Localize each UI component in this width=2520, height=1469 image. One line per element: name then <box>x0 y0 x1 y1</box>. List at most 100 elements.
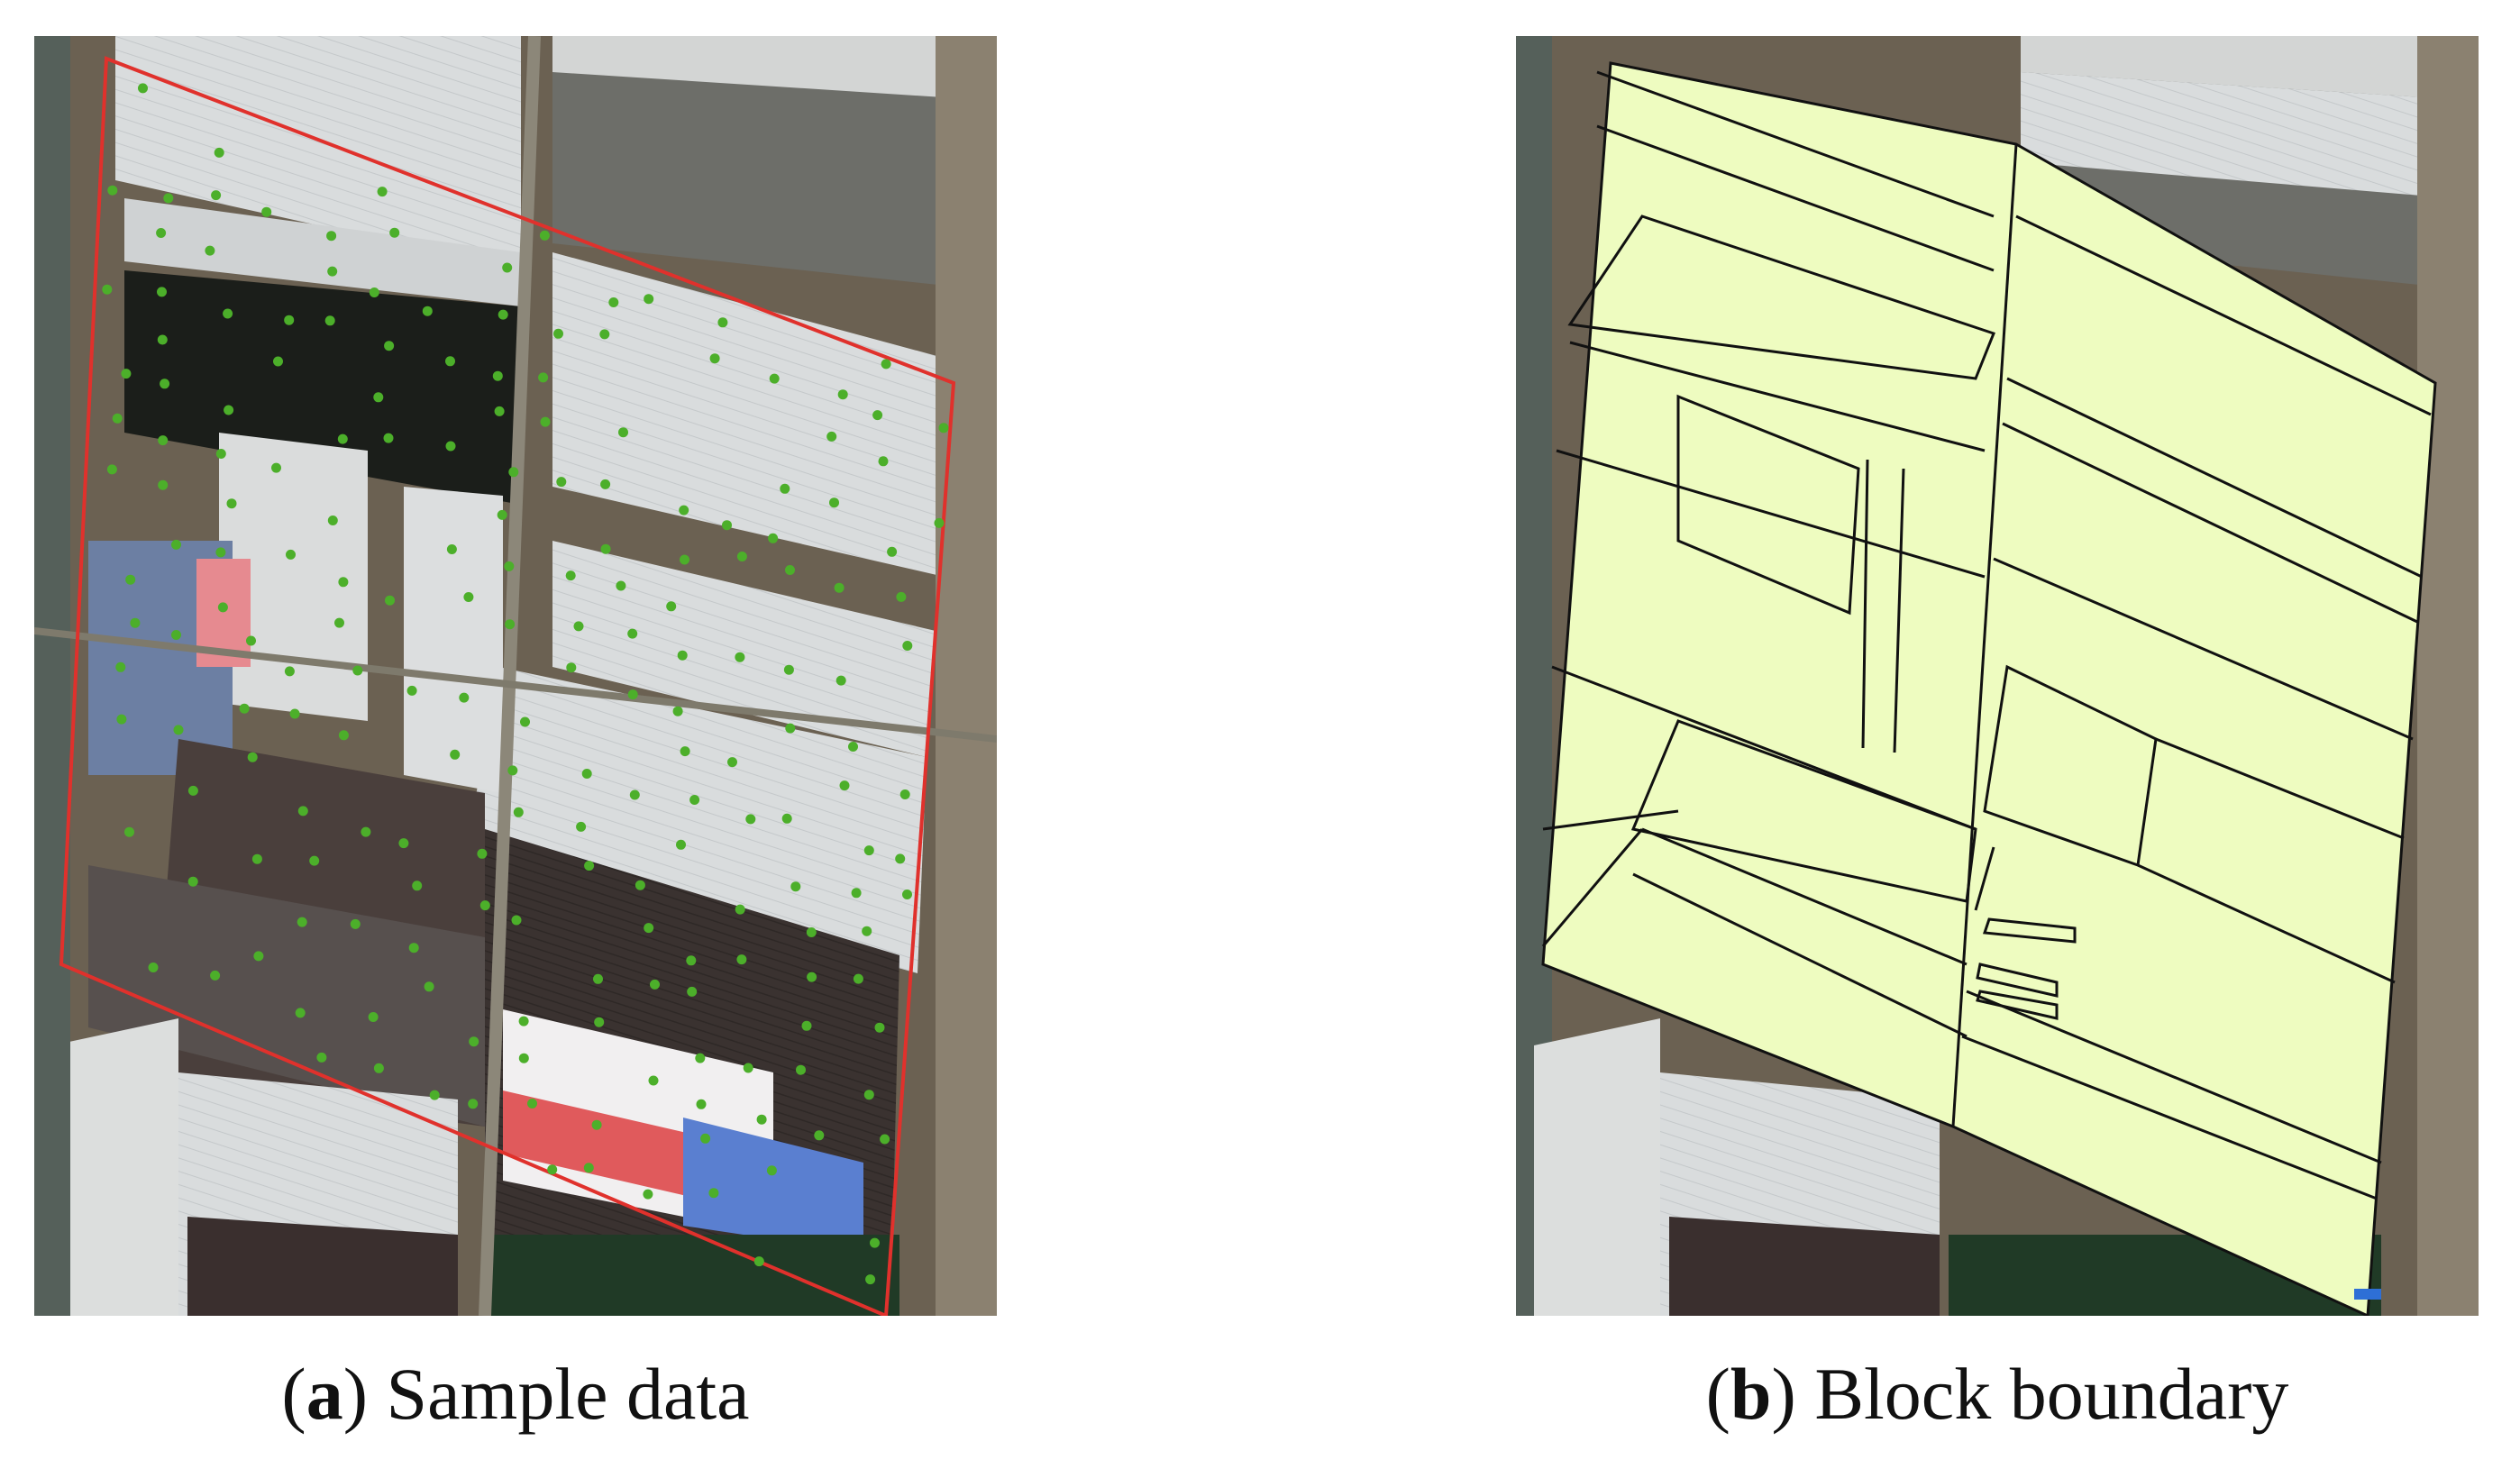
sample-point <box>121 369 132 379</box>
sample-point <box>576 821 587 832</box>
caption-b-text: Block boundary <box>1814 1353 2289 1435</box>
sample-point <box>870 1237 880 1248</box>
sample-point <box>896 591 907 602</box>
sample-point <box>215 547 226 558</box>
sample-point <box>511 915 522 926</box>
sample-point <box>273 356 283 367</box>
sample-point <box>807 972 817 982</box>
sample-point <box>215 449 226 459</box>
sample-point <box>801 1020 812 1031</box>
sample-point <box>217 602 228 613</box>
sample-point <box>687 986 698 997</box>
sample-point <box>679 505 689 516</box>
sample-point <box>284 315 295 325</box>
sample-point <box>205 245 215 256</box>
sample-point <box>790 881 801 892</box>
sample-point <box>881 359 891 370</box>
sample-point <box>862 926 872 936</box>
sample-point <box>445 441 456 452</box>
sample-point <box>157 334 168 345</box>
sample-point <box>247 752 258 762</box>
sample-point <box>498 309 508 320</box>
sample-point <box>635 880 645 890</box>
sample-point <box>158 435 169 446</box>
sample-point <box>246 635 256 646</box>
sample-point <box>829 497 839 508</box>
sample-point <box>309 855 320 866</box>
sample-point <box>504 561 515 571</box>
sample-point <box>848 742 858 752</box>
sample-point <box>148 963 159 972</box>
sample-point <box>880 1134 890 1145</box>
sample-point <box>384 341 395 351</box>
sample-point <box>644 923 654 934</box>
sample-point <box>158 479 169 490</box>
sample-point <box>887 546 898 557</box>
sample-point <box>837 389 848 400</box>
sample-point <box>368 1012 379 1022</box>
sample-point <box>373 1063 384 1073</box>
sample-point <box>124 826 134 837</box>
sample-point <box>766 1165 777 1176</box>
sample-point <box>383 433 394 443</box>
sample-point <box>338 577 349 588</box>
sample-point <box>666 601 677 612</box>
sample-point <box>327 266 338 277</box>
sample-point <box>695 1053 706 1063</box>
sample-point <box>337 433 348 444</box>
sample-point <box>644 294 654 305</box>
sample-point <box>513 807 524 817</box>
sample-point <box>735 904 745 915</box>
sample-point <box>450 749 461 760</box>
sample-point <box>696 1099 707 1109</box>
sample-point <box>520 716 530 727</box>
caption-a-text: Sample data <box>386 1353 750 1435</box>
sample-point <box>459 692 470 703</box>
sample-point <box>446 544 457 554</box>
sample-point <box>389 227 400 238</box>
sample-point <box>722 520 732 531</box>
sample-point <box>406 685 417 696</box>
sample-point <box>608 297 619 307</box>
sample-point <box>408 943 419 953</box>
sample-point <box>863 845 874 856</box>
sample-point <box>594 1017 605 1027</box>
sample-point <box>334 617 344 628</box>
sample-point <box>497 509 507 520</box>
sample-point <box>902 641 913 651</box>
sample-point <box>753 1256 764 1267</box>
block-internal-boundaries <box>1541 70 2432 1200</box>
sample-point <box>508 467 519 478</box>
sample-point <box>286 549 296 560</box>
sample-point <box>507 765 518 776</box>
sample-point <box>781 813 792 824</box>
sample-point <box>648 1075 659 1086</box>
sample-point <box>540 416 551 427</box>
sample-point <box>106 464 117 475</box>
study-area-outline <box>59 56 956 1316</box>
sample-point <box>223 308 233 319</box>
sample-point <box>171 539 181 550</box>
sample-point <box>160 379 170 389</box>
sample-point <box>316 1052 327 1063</box>
sample-point <box>643 1189 653 1200</box>
panel-a-sample-data-map <box>34 36 997 1316</box>
sample-point <box>863 1090 874 1100</box>
sample-point <box>187 785 198 796</box>
sample-point <box>157 287 167 297</box>
sample-point <box>338 730 349 741</box>
sample-point <box>224 405 234 415</box>
sample-point <box>107 185 118 196</box>
sample-point <box>463 592 474 602</box>
sample-point <box>709 353 720 364</box>
caption-a: (a) Sample data <box>281 1353 750 1435</box>
sample-point <box>618 427 628 438</box>
sample-point <box>708 1188 719 1199</box>
sample-point <box>163 193 174 204</box>
sample-point <box>324 315 335 326</box>
sample-point <box>424 981 434 992</box>
sample-point <box>806 927 817 937</box>
sample-point <box>477 848 488 859</box>
map-marker <box>2354 1289 2381 1300</box>
sample-point <box>826 431 837 442</box>
